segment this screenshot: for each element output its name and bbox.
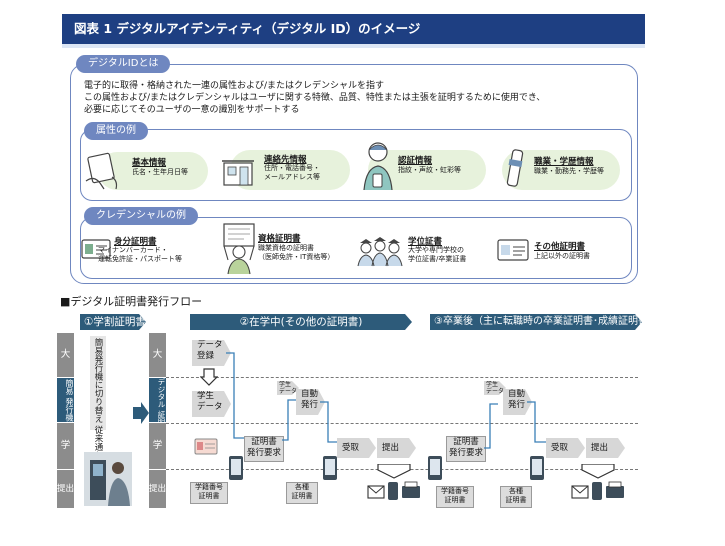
student-data-step: 学生 データ <box>192 391 231 417</box>
student-id-card-icon <box>194 438 218 455</box>
attr-career-title: 職業・学歴情報 <box>534 157 594 167</box>
flow-connector-lines-2 <box>484 403 498 449</box>
receive-step: 受取 <box>337 438 376 458</box>
mini-data-tag: 学生 データ <box>279 381 298 395</box>
cred-qualification-title: 資格証明書 <box>258 234 301 244</box>
phase-2-header: ②在学中(その他の証明書) <box>190 314 412 330</box>
phone-icon <box>229 456 243 480</box>
flow-title: ■デジタル証明書発行フロー <box>60 295 203 308</box>
cred-degree-desc: 大学や専門学校の 学位証書/卒業証書 <box>408 246 467 263</box>
student-id-cert-label-2: 学籍番号 証明書 <box>436 486 474 508</box>
row-divider-1 <box>166 377 638 378</box>
digital-id-figure: 図表 1 デジタルアイデンティティ（デジタル ID）のイメージ デジタルIDとは… <box>62 14 645 290</box>
phone-icon-3 <box>428 456 442 480</box>
credentials-panel <box>80 217 632 279</box>
data-register-step: データ 登録 <box>192 340 231 366</box>
row-label-student: 学生 <box>57 423 74 497</box>
various-cert-label: 各種 証明書 <box>286 482 318 504</box>
receive-step-2: 受取 <box>546 438 585 458</box>
phase-transition-arrow <box>133 402 149 424</box>
row-label-university: 大学 <box>57 333 74 404</box>
phase-3-header: ③卒業後（主に転職時の卒業証明書･成績証明書） <box>430 314 642 330</box>
cred-id-title: 身分証明書 <box>114 237 157 247</box>
phone-icon-2 <box>323 456 337 480</box>
cred-qualification-desc: 職業資格の証明書 （医師免許・IT資格等） <box>258 244 335 261</box>
definition-label: デジタルIDとは <box>76 55 171 73</box>
row-divider-2 <box>166 423 638 424</box>
cred-degree-title: 学位証書 <box>408 237 443 247</box>
row-label-kiosk: 簡易 発行機 <box>57 378 74 422</box>
various-cert-label-2: 各種 証明書 <box>500 486 532 508</box>
cred-other-desc: 上記以外の証明書 <box>534 252 590 260</box>
diploma-icon <box>506 149 524 187</box>
student-id-cert-label: 学籍番号 証明書 <box>190 482 228 504</box>
hand-card-icon <box>85 152 118 190</box>
header-underline <box>62 44 645 48</box>
attr-contact-desc: 住所・電話番号・ メールアドレス等 <box>264 164 320 181</box>
row-label-recipient-2: 提出先 <box>149 470 166 532</box>
phase-1-header: ①学割証明書 <box>80 314 146 330</box>
submit-step: 提出 <box>377 438 416 458</box>
attr-basic-title: 基本情報 <box>132 158 167 168</box>
submit-step-2: 提出 <box>586 438 625 458</box>
definition-line-3: 必要に応じてそのユーザの一意の識別をサポートする <box>84 105 300 115</box>
person-phone-icon <box>363 142 393 191</box>
credentials-label: クレデンシャルの例 <box>84 207 198 225</box>
figure-header: 図表 1 デジタルアイデンティティ（デジタル ID）のイメージ <box>62 14 645 44</box>
submit-destinations-icon <box>367 464 420 500</box>
graduates-icon <box>357 237 403 267</box>
card-icon <box>497 239 529 261</box>
switch-note: 簡易発行機に切り替え 従来通りの紙発行 <box>90 336 106 494</box>
attributes-label: 属性の例 <box>84 122 148 140</box>
cred-other-title: その他証明書 <box>534 242 586 252</box>
definition-line-2: この属性および/またはクレデンシャルはユーザに関する特徴、品質、特性または主張を… <box>84 93 546 103</box>
flow-connector-lines <box>226 352 296 441</box>
mini-data-tag-2: 学生 データ <box>486 381 505 395</box>
down-arrow-icon <box>200 368 218 386</box>
row-label-student-2: 学生 <box>149 423 166 497</box>
submit-destinations-icon-2 <box>571 464 624 500</box>
certificate-person-icon <box>223 223 255 275</box>
row-label-university-2: 大学 <box>149 333 166 404</box>
attr-contact-title: 連絡先情報 <box>264 155 307 165</box>
attr-auth-desc: 指紋・声紋・虹彩等 <box>398 166 461 174</box>
kiosk-photo-icon <box>84 452 132 506</box>
attr-basic-desc: 氏名・生年月日等 <box>132 168 188 176</box>
attr-career-desc: 職業・勤務先・学歴等 <box>534 167 604 175</box>
auto-to-receive-line-2 <box>527 401 547 443</box>
building-icon <box>222 160 254 186</box>
cred-id-desc: マイナンバーカード・ 運転免許証・パスポート等 <box>98 246 182 263</box>
request-box: 証明書 発行要求 <box>244 436 284 462</box>
attr-auth-title: 認証情報 <box>398 156 433 166</box>
row-label-recipient: 提出先 <box>57 470 74 532</box>
id-card-icon <box>81 239 111 259</box>
row-label-digital-cert: デジタル 証明書 <box>149 378 166 433</box>
request-box-2: 証明書 発行要求 <box>446 436 486 462</box>
phone-icon-4 <box>530 456 544 480</box>
definition-line-1: 電子的に取得・格納された一連の属性および/またはクレデンシャルを指す <box>84 81 385 91</box>
